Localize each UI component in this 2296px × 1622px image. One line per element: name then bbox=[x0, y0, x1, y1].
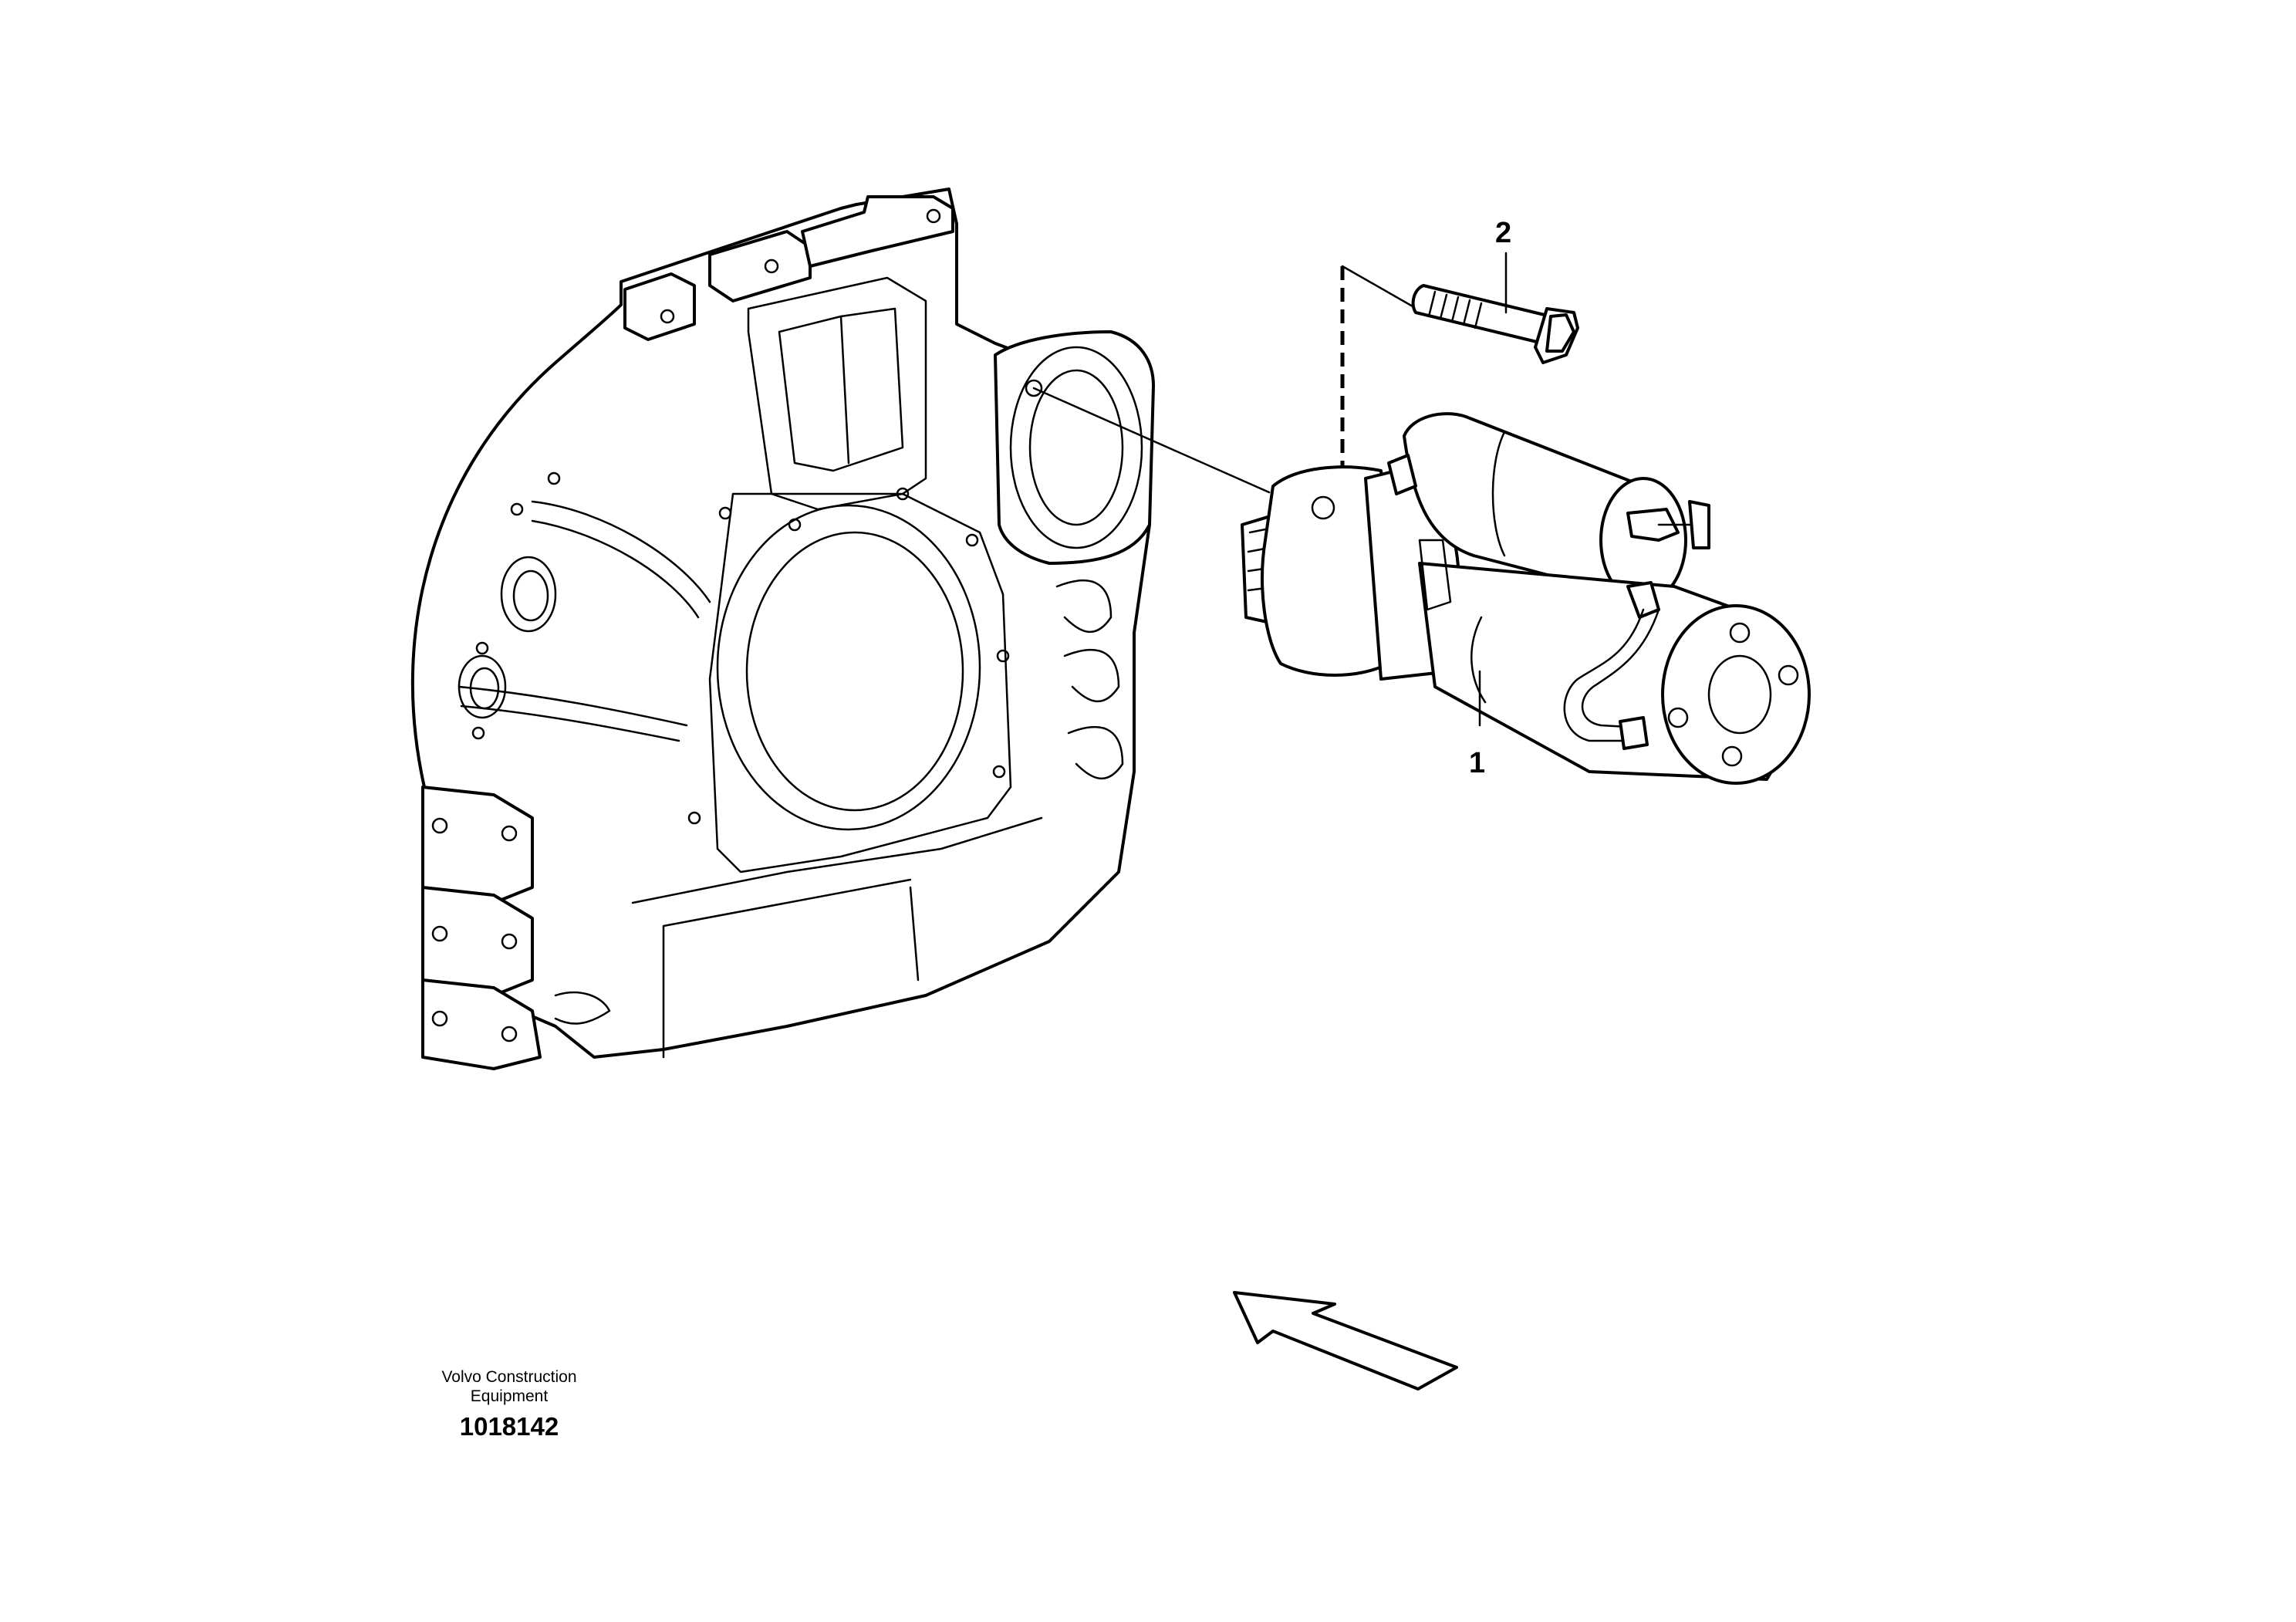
company-line-2: Equipment bbox=[470, 1387, 549, 1405]
direction-arrow-icon bbox=[1233, 1291, 1458, 1391]
company-name: Volvo Construction Equipment bbox=[401, 1367, 617, 1406]
starter-motor bbox=[1241, 412, 1811, 785]
bolt bbox=[1411, 284, 1579, 364]
flywheel-housing bbox=[410, 188, 1155, 1070]
callout-leaders bbox=[1478, 252, 1508, 727]
callout-2: 2 bbox=[1495, 217, 1512, 249]
bolt-holes bbox=[431, 208, 1010, 1042]
callout-1: 1 bbox=[1469, 747, 1486, 779]
company-line-1: Volvo Construction bbox=[441, 1368, 577, 1386]
drawing-number: 1018142 bbox=[459, 1412, 559, 1441]
